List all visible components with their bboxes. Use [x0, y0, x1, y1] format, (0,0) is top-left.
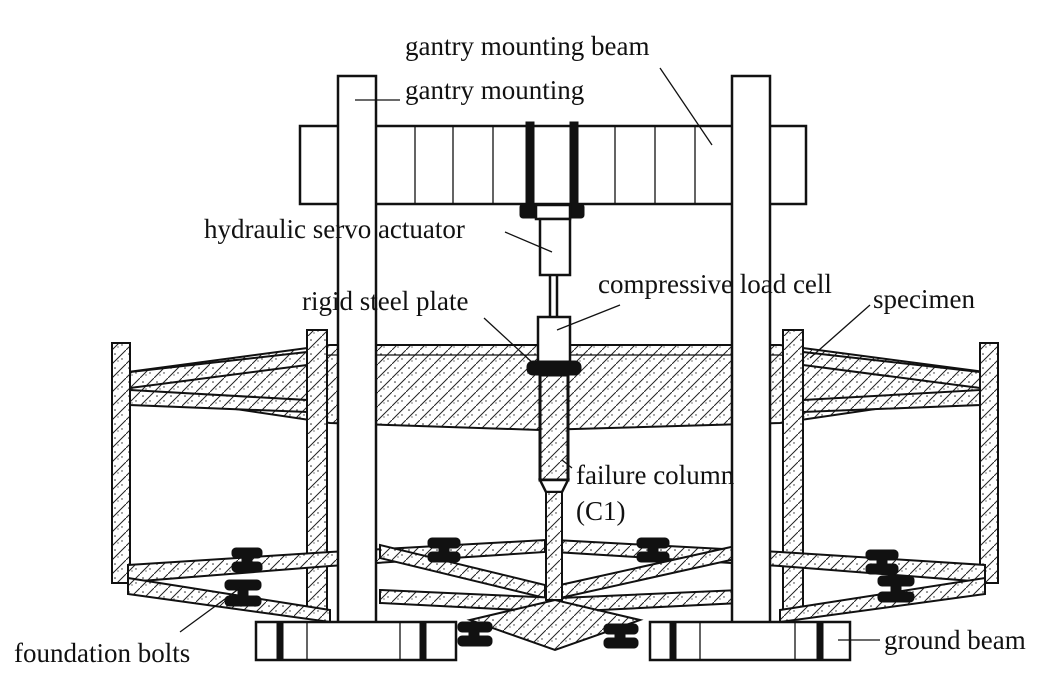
bolt-3 — [427, 537, 461, 563]
label-specimen: specimen — [873, 284, 975, 314]
bolt-5 — [457, 621, 493, 647]
hanger-rod-right — [569, 121, 579, 215]
right-frame-beam-lower — [802, 388, 981, 414]
left-frame-beam-lower — [129, 388, 308, 414]
leader-failure-column — [561, 459, 573, 469]
bolt-8 — [877, 575, 915, 603]
bolt-1 — [231, 547, 263, 573]
label-failure-column-id: (C1) — [576, 496, 626, 526]
ground-beam-stud-2 — [419, 621, 427, 661]
hanger-rod-left — [525, 121, 535, 215]
ground-beam-stud-1 — [276, 621, 284, 661]
gantry-column-left — [336, 74, 378, 626]
leader-lines — [179, 67, 880, 641]
leader-load-cell — [556, 304, 621, 331]
column-below — [545, 491, 563, 601]
leader-gantry-beam — [659, 67, 713, 146]
label-gantry-mounting-beam: gantry mounting beam — [405, 31, 649, 61]
leader-foundation-bolts — [179, 587, 241, 633]
bottom-center-wedge — [466, 598, 644, 652]
label-foundation-bolts: foundation bolts — [14, 638, 190, 668]
gantry-column-right — [730, 74, 772, 626]
labels: gantry mounting beam gantry mounting hyd… — [14, 31, 1026, 668]
bolt-4 — [636, 537, 670, 563]
left-outer-wall — [111, 342, 131, 584]
right-inner-column — [782, 329, 804, 616]
label-gantry-mounting: gantry mounting — [405, 75, 584, 105]
right-frame-beam-upper — [802, 350, 981, 390]
hydraulic-servo-actuator — [538, 217, 572, 277]
actuator-mount-block — [534, 203, 572, 221]
leader-specimen — [809, 304, 871, 359]
label-ground-beam: ground beam — [884, 625, 1026, 655]
loading-train — [526, 217, 582, 601]
bolt-7 — [865, 549, 899, 575]
ground-beam-stud-3 — [669, 621, 677, 661]
left-frame-beam-upper — [129, 350, 308, 390]
ground-beams — [254, 620, 852, 662]
label-rigid-steel-plate: rigid steel plate — [302, 286, 468, 316]
gantry — [298, 74, 808, 626]
label-hydraulic-servo-actuator: hydraulic servo actuator — [204, 214, 465, 244]
leader-actuator — [504, 231, 553, 253]
bolt-6 — [603, 623, 639, 649]
right-outer-wall — [979, 342, 999, 584]
failure-column-tip — [537, 478, 571, 494]
left-inner-column — [306, 329, 328, 616]
bolt-2 — [224, 579, 262, 607]
foundation-bolts — [224, 537, 915, 649]
label-failure-column: failure column — [576, 460, 735, 490]
compressive-load-cell — [536, 315, 572, 367]
ground-beam-stud-4 — [816, 621, 824, 661]
failure-column — [538, 373, 570, 482]
leader-steel-plate — [483, 317, 536, 366]
rigid-steel-plate — [526, 360, 582, 376]
label-compressive-load-cell: compressive load cell — [598, 269, 832, 299]
